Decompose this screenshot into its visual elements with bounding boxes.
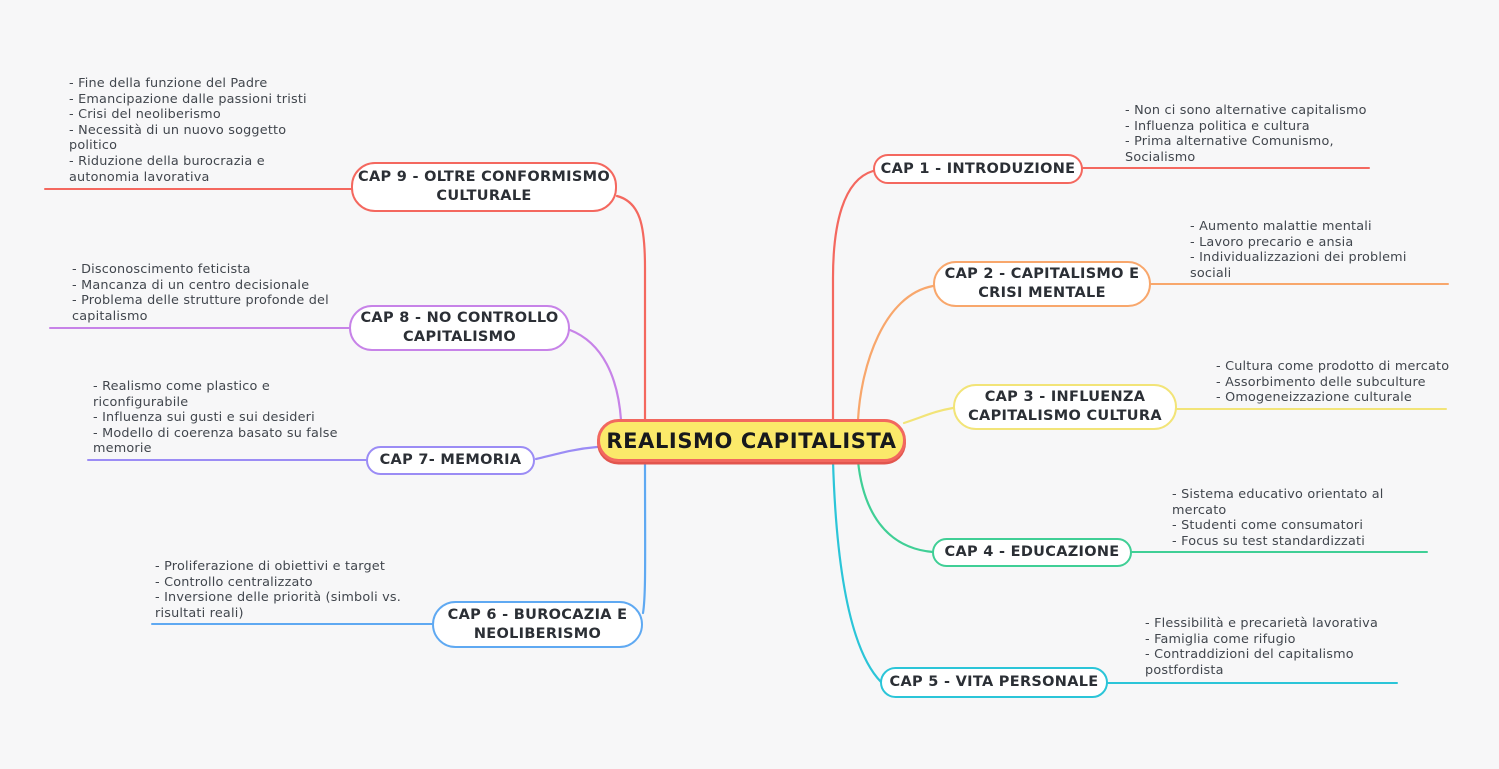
node-cap5-label: CAP 5 - VITA PERSONALE — [889, 674, 1099, 691]
node-cap5-notes[interactable]: - Flessibilità e precarietà lavorativa -… — [1145, 616, 1378, 678]
node-cap7-label: CAP 7- MEMORIA — [379, 452, 522, 469]
branch-curve-cap7 — [534, 445, 599, 461]
node-cap1[interactable]: CAP 1 - INTRODUZIONE — [873, 154, 1083, 184]
node-cap3-label2: CAPITALISMO CULTURA — [968, 408, 1162, 424]
node-cap3-label: CAP 3 - INFLUENZA — [984, 389, 1146, 406]
node-cap2-notes[interactable]: - Aumento malattie mentali - Lavoro prec… — [1190, 219, 1407, 281]
branch-curve-cap5 — [831, 459, 883, 684]
node-cap4-label: CAP 4 - EDUCAZIONE — [944, 544, 1120, 561]
node-cap6-notes[interactable]: - Proliferazione di obiettivi e target -… — [155, 559, 402, 621]
center-node[interactable]: REALISMO CAPITALISTA — [597, 419, 906, 462]
node-cap8-label2: CAPITALISMO — [402, 329, 516, 345]
branch-curve-cap1 — [831, 169, 875, 422]
node-cap5[interactable]: CAP 5 - VITA PERSONALE — [880, 667, 1108, 698]
node-cap9-notes[interactable]: - Fine della funzione del Padre - Emanci… — [69, 76, 307, 185]
center-node-label: REALISMO CAPITALISTA — [606, 428, 897, 453]
node-cap3-notes[interactable]: - Cultura come prodotto di mercato - Ass… — [1216, 359, 1450, 406]
node-cap1-notes[interactable]: - Non ci sono alternative capitalismo - … — [1125, 103, 1367, 165]
node-cap3[interactable]: CAP 3 - INFLUENZA CAPITALISMO CULTURA — [953, 384, 1177, 430]
branch-curve-cap8 — [568, 328, 623, 422]
node-cap9[interactable]: CAP 9 - OLTRE CONFORMISMO CULTURALE — [351, 162, 617, 212]
node-cap2-label: CAP 2 - CAPITALISMO E — [944, 266, 1140, 283]
node-cap4-notes[interactable]: - Sistema educativo orientato al mercato… — [1172, 487, 1384, 549]
node-cap8[interactable]: CAP 8 - NO CONTROLLO CAPITALISMO — [349, 305, 570, 351]
node-cap8-label: CAP 8 - NO CONTROLLO — [360, 310, 559, 327]
node-cap6-label: CAP 6 - BUROCAZIA E — [447, 606, 628, 623]
node-cap2[interactable]: CAP 2 - CAPITALISMO E CRISI MENTALE — [933, 261, 1151, 307]
branch-curve-cap9 — [615, 194, 647, 422]
node-cap9-label: CAP 9 - OLTRE CONFORMISMO — [358, 169, 610, 186]
node-cap4[interactable]: CAP 4 - EDUCAZIONE — [932, 538, 1132, 567]
node-cap7-notes[interactable]: - Realismo come plastico e riconfigurabi… — [93, 379, 338, 457]
node-cap6-label2: NEOLIBERISMO — [473, 625, 602, 642]
node-cap1-label: CAP 1 - INTRODUZIONE — [880, 160, 1076, 177]
node-cap8-notes[interactable]: - Disconoscimento feticista - Mancanza d… — [72, 262, 329, 324]
branch-curve-cap2 — [856, 284, 935, 422]
branch-curve-cap6 — [641, 459, 647, 615]
node-cap2-label2: CRISI MENTALE — [978, 285, 1106, 301]
node-cap6[interactable]: CAP 6 - BUROCAZIA E NEOLIBERISMO — [432, 601, 643, 648]
node-cap7[interactable]: CAP 7- MEMORIA — [366, 446, 535, 475]
node-cap9-label2: CULTURALE — [436, 188, 532, 204]
branch-curve-cap4 — [856, 459, 935, 554]
branch-curve-cap3 — [902, 406, 955, 425]
